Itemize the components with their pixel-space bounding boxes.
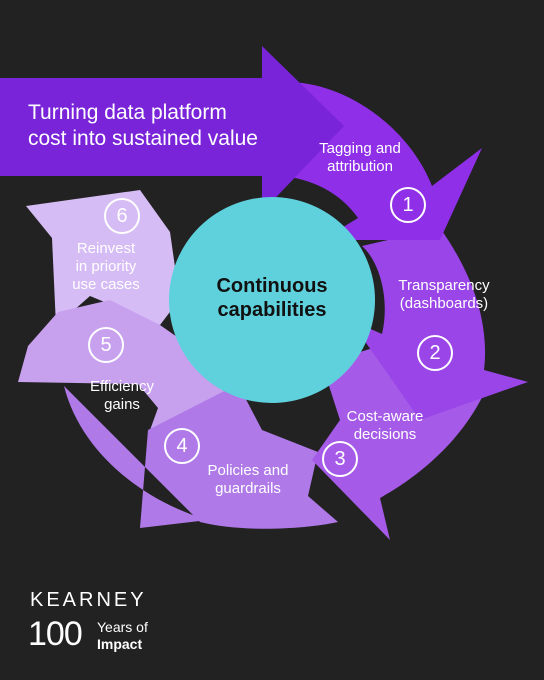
step-6-number: 6 xyxy=(104,198,140,234)
step-5-arrow xyxy=(18,300,236,430)
step-2-number: 2 xyxy=(417,335,453,371)
step-1-number: 1 xyxy=(390,187,426,223)
years-emphasis: Impact xyxy=(97,636,143,652)
step-4-label-line-1: Policies and xyxy=(207,462,289,479)
step-2-label-line-2: (dashboards) xyxy=(399,295,489,312)
step-5-number: 5 xyxy=(88,327,124,363)
step-6-label-line-1: Reinvest xyxy=(76,240,136,257)
center-line-1: Continuous xyxy=(216,275,328,297)
step-4-arrow xyxy=(64,384,338,529)
step-3-label-line-2: decisions xyxy=(353,426,417,443)
step-2-arrow xyxy=(350,228,528,420)
center-line-2: capabilities xyxy=(217,299,327,322)
step-1-label: Tagging and attribution xyxy=(300,140,420,176)
step-5-label: Efficiency gains xyxy=(72,378,172,414)
step-6-label: Reinvest in priority use cases xyxy=(56,240,156,294)
headline-line-2: cost into sustained value xyxy=(28,126,258,150)
years-number: 100 xyxy=(28,615,83,653)
step-6-label-line-2: in priority xyxy=(75,258,137,275)
step-4-label: Policies and guardrails xyxy=(188,462,308,498)
step-2-label-line-1: Transparency xyxy=(398,277,490,294)
step-3-label-line-1: Cost-aware xyxy=(346,408,424,425)
step-2-label: Transparency (dashboards) xyxy=(384,277,504,313)
step-4-number: 4 xyxy=(164,428,200,464)
step-1-label-line-2: attribution xyxy=(327,158,393,175)
step-5-label-line-2: gains xyxy=(104,396,140,413)
step-6-arrow xyxy=(26,190,208,326)
step-3-label: Cost-aware decisions xyxy=(330,408,440,444)
step-5-label-line-1: Efficiency xyxy=(90,378,154,395)
center-circle xyxy=(169,197,375,403)
step-6-label-line-3: use cases xyxy=(72,276,140,293)
headline-arrow xyxy=(0,46,344,212)
step-1-label-line-1: Tagging and xyxy=(319,140,401,157)
center-label: Continuous capabilities xyxy=(190,274,354,323)
headline-line-1: Turning data platform xyxy=(28,101,227,124)
headline: Turning data platform cost into sustaine… xyxy=(28,100,298,151)
brand-logo: KEARNEY xyxy=(30,589,147,611)
step-4-label-line-2: guardrails xyxy=(215,480,281,497)
years-text: Years of xyxy=(97,619,148,635)
step-3-number: 3 xyxy=(322,441,358,477)
